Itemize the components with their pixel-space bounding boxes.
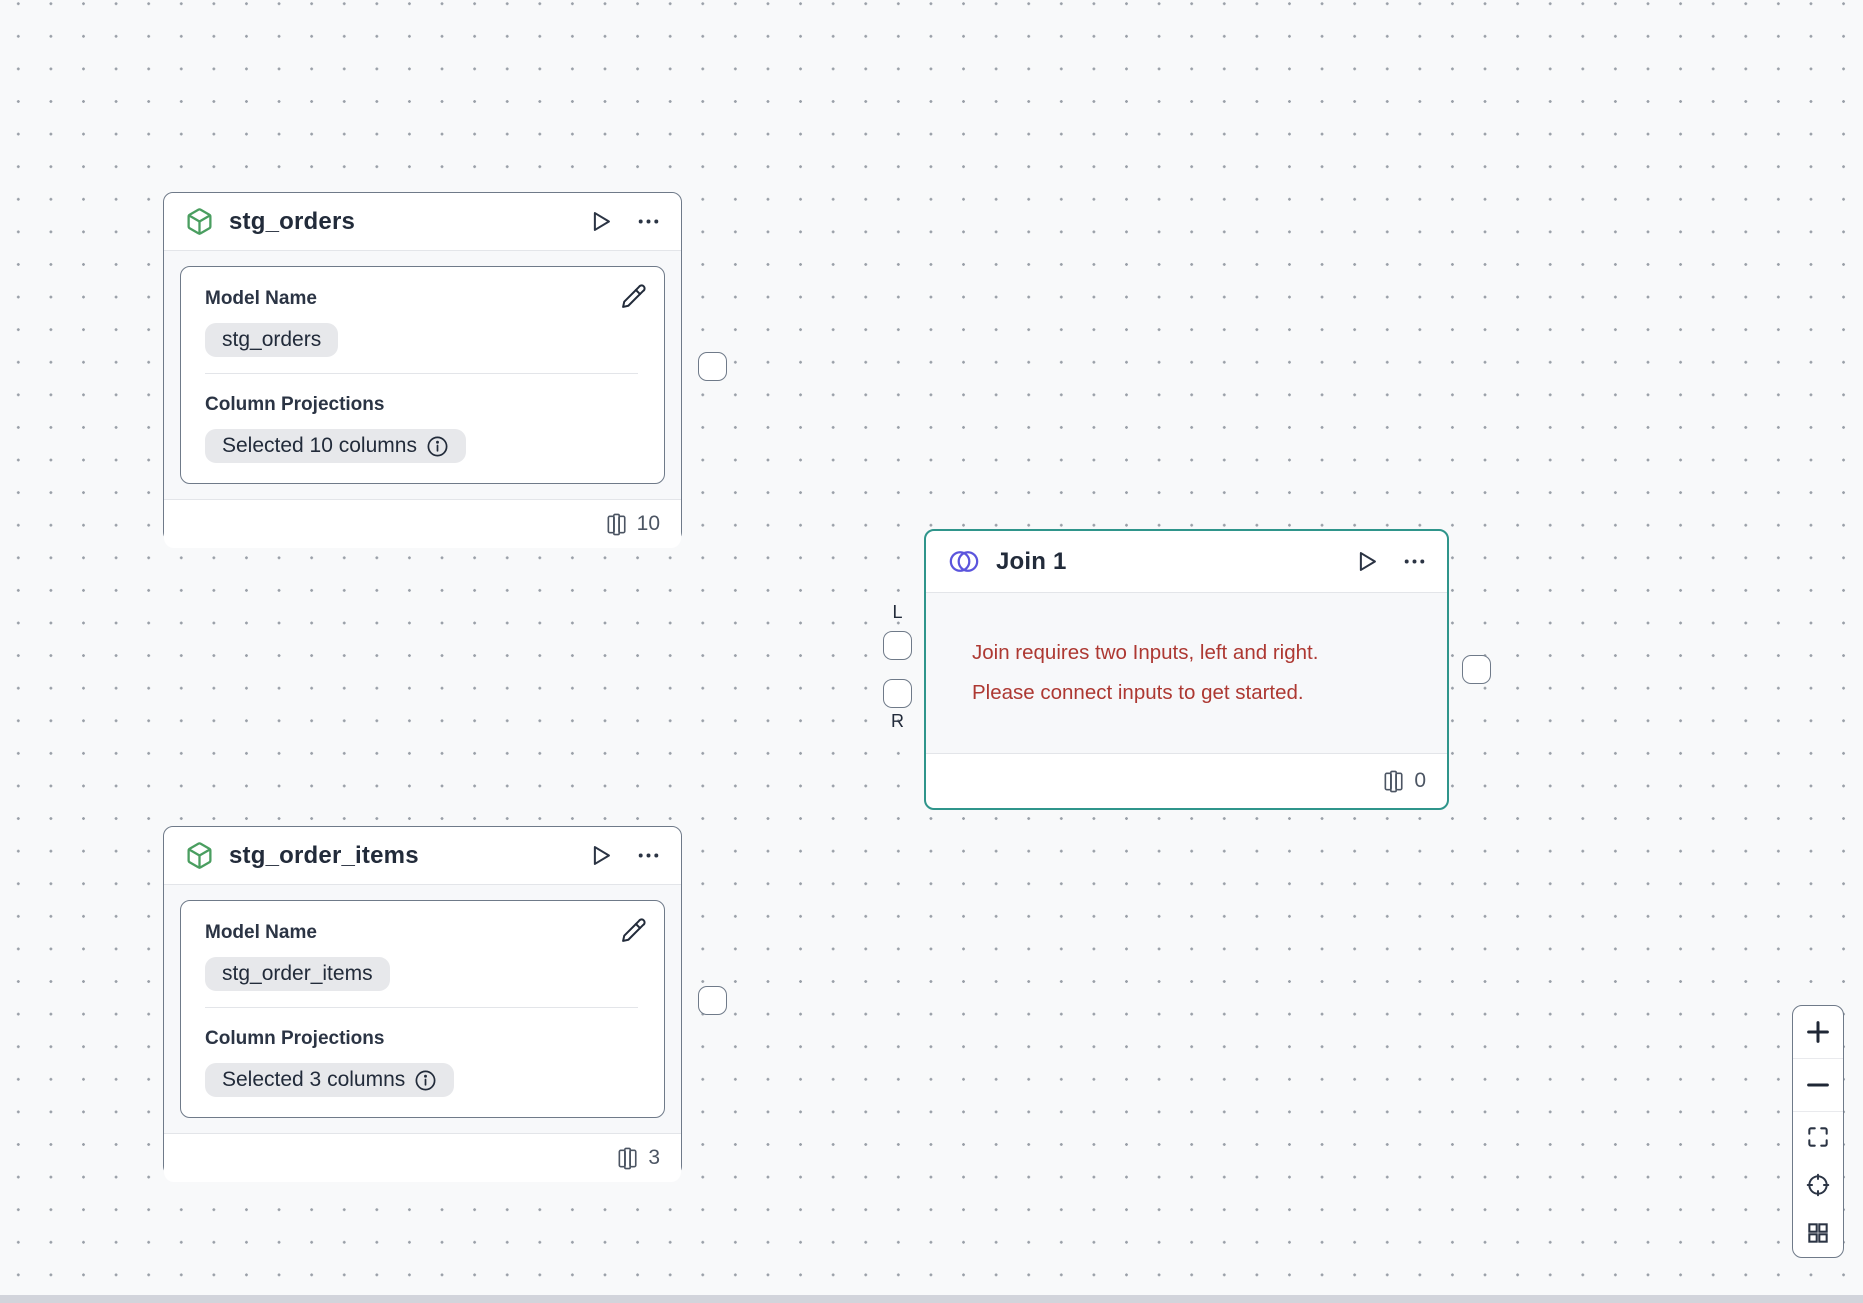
join-error-message: Join requires two Inputs, left and right… (972, 641, 1319, 704)
node-title: stg_orders (229, 207, 356, 235)
minus-icon (1803, 1070, 1833, 1100)
node-menu-button[interactable] (636, 843, 661, 868)
card-divider (205, 373, 638, 374)
column-projections-chip[interactable]: Selected 10 columns (205, 429, 466, 463)
overview-button[interactable] (1793, 1209, 1843, 1257)
grid-icon (1805, 1220, 1831, 1246)
canvas-controls (1792, 1005, 1844, 1258)
node-menu-button[interactable] (1402, 549, 1427, 574)
stg-order-items-output-port[interactable] (698, 986, 727, 1015)
model-name-label: Model Name (205, 288, 317, 309)
node-footer: 10 (164, 499, 681, 548)
columns-icon (1382, 769, 1405, 794)
venn-circles-icon (947, 548, 981, 575)
run-node-button[interactable] (587, 208, 614, 235)
model-config-card: Model Name stg_orders Column Projections… (180, 266, 665, 484)
column-projections-chip[interactable]: Selected 3 columns (205, 1063, 455, 1097)
model-name-chip[interactable]: stg_orders (205, 323, 339, 357)
zoom-in-button[interactable] (1793, 1006, 1843, 1060)
node-body: Join requires two Inputs, left and right… (926, 593, 1447, 753)
model-name-label: Model Name (205, 922, 317, 943)
node-body: Model Name stg_orders Column Projections… (164, 251, 681, 499)
model-name-chip[interactable]: stg_order_items (205, 957, 390, 991)
column-count: 0 (1414, 769, 1426, 792)
columns-icon (616, 1146, 639, 1171)
node-title: Join 1 (996, 547, 1067, 575)
node-menu-button[interactable] (636, 209, 661, 234)
join-right-input-port[interactable] (883, 679, 912, 708)
locate-button[interactable] (1793, 1161, 1843, 1209)
join-output-port[interactable] (1462, 655, 1491, 684)
node-body: Model Name stg_order_items Column Projec… (164, 885, 681, 1133)
edit-model-name-button[interactable] (619, 283, 647, 311)
column-projections-label: Column Projections (205, 394, 385, 415)
left-port-label: L (892, 602, 903, 622)
canvas-bottom-edge (0, 1295, 1863, 1303)
node-footer: 3 (164, 1133, 681, 1182)
card-divider (205, 1007, 638, 1008)
column-count: 3 (648, 1146, 660, 1169)
join-left-input-port[interactable] (883, 631, 912, 660)
zoom-out-button[interactable] (1793, 1059, 1843, 1113)
node-title: stg_order_items (229, 841, 419, 869)
node-stg-orders[interactable]: stg_orders Model Name stg_orders (163, 192, 682, 548)
columns-icon (605, 512, 628, 537)
info-circle-icon (426, 435, 449, 458)
right-port-label: R (891, 711, 904, 731)
column-count: 10 (636, 512, 660, 535)
node-join-1[interactable]: Join 1 Join requires two Inputs, left an… (924, 529, 1449, 810)
node-footer: 0 (926, 753, 1447, 808)
model-box-icon (185, 207, 214, 236)
node-header: Join 1 (926, 531, 1447, 593)
node-header: stg_order_items (164, 827, 681, 885)
run-node-button[interactable] (1353, 548, 1380, 575)
fit-view-button[interactable] (1793, 1112, 1843, 1160)
info-circle-icon (414, 1069, 437, 1092)
stg-orders-output-port[interactable] (698, 352, 727, 381)
run-node-button[interactable] (587, 842, 614, 869)
fit-corners-icon (1805, 1124, 1831, 1150)
column-projections-label: Column Projections (205, 1028, 385, 1049)
edit-model-name-button[interactable] (619, 917, 647, 945)
crosshair-icon (1805, 1172, 1831, 1198)
model-config-card: Model Name stg_order_items Column Projec… (180, 900, 665, 1118)
node-stg-order-items[interactable]: stg_order_items Model Name stg_order_ite… (163, 826, 682, 1182)
plus-icon (1803, 1017, 1833, 1047)
node-header: stg_orders (164, 193, 681, 251)
model-box-icon (185, 841, 214, 870)
